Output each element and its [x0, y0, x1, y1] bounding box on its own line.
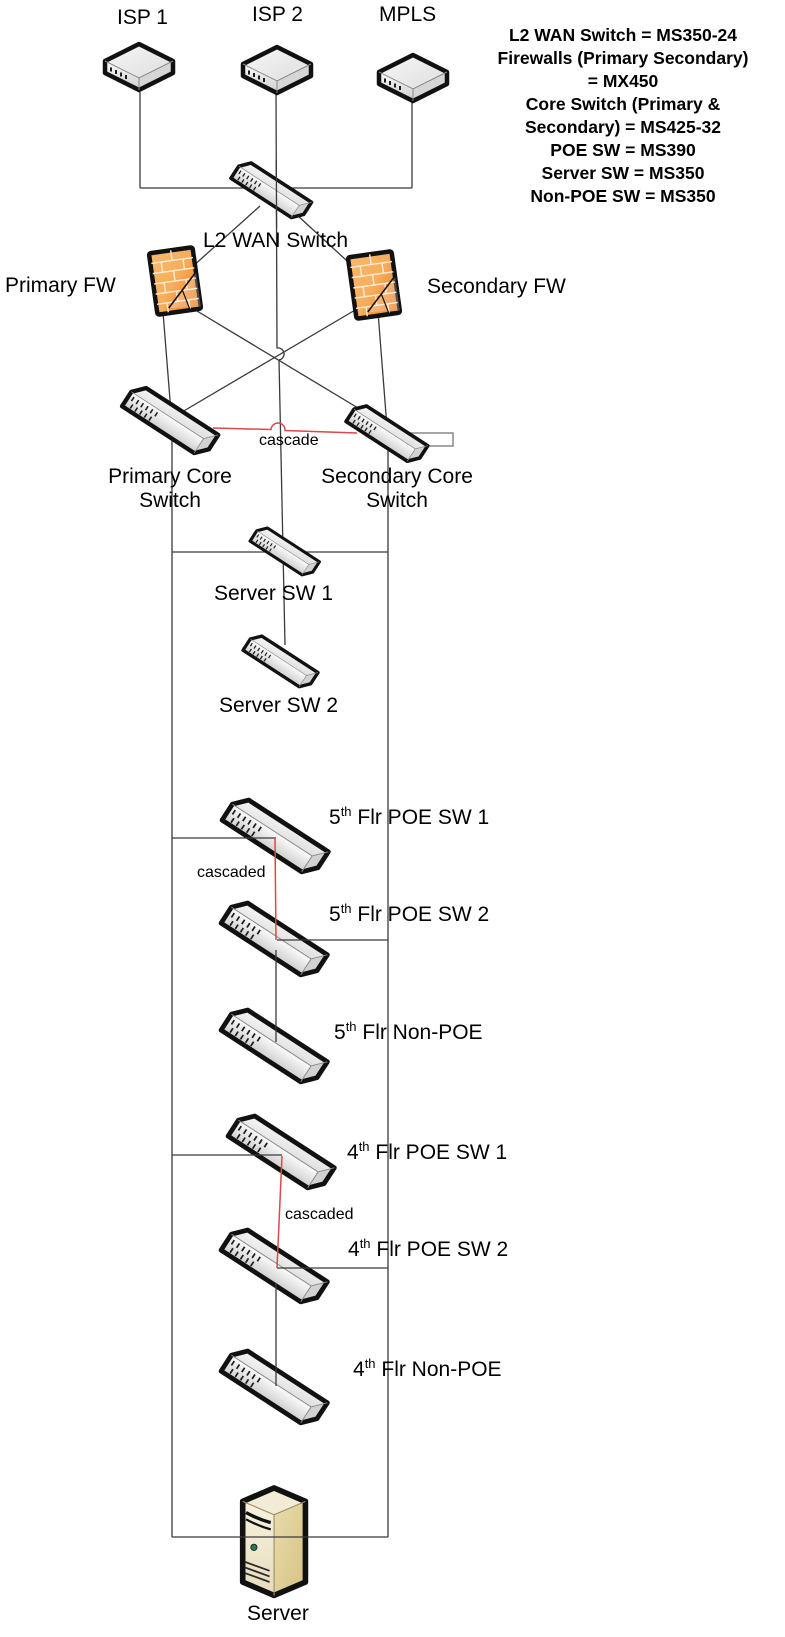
label-flr4-non-poe: 4th Flr Non-POE [353, 1356, 502, 1381]
server-icon [243, 1488, 306, 1596]
label-isp2: ISP 2 [252, 3, 303, 26]
label-cascaded-4f: cascaded [285, 1206, 354, 1223]
isp2-router-icon [243, 47, 311, 93]
isp1-router-icon [105, 44, 173, 90]
label-l2-wan-switch: L2 WAN Switch [203, 229, 349, 252]
legend-line: = MX450 [587, 71, 659, 91]
flr5-non-poe-icon [221, 1004, 327, 1088]
label-flr5-non-poe: 5th Flr Non-POE [334, 1019, 483, 1044]
label-primary-core-switch: Primary Core Switch [108, 465, 232, 513]
legend-text: L2 WAN Switch = MS350-24 Firewalls (Prim… [462, 24, 784, 208]
label-secondary-fw: Secondary FW [427, 275, 566, 298]
label-flr4-poe-sw2: 4th Flr POE SW 2 [348, 1236, 509, 1261]
link-middle-vertical [275, 91, 286, 646]
label-secondary-core-switch: Secondary Core Switch [321, 465, 473, 513]
label-flr5-poe-sw1: 5th Flr POE SW 1 [329, 804, 490, 829]
legend-line: POE SW = MS390 [550, 140, 696, 160]
label-isp1: ISP 1 [117, 6, 168, 29]
mpls-router-icon [379, 55, 447, 101]
secondary-firewall-icon [348, 251, 400, 319]
legend-line: L2 WAN Switch = MS350-24 [508, 25, 738, 45]
link-secondaryfw-primarycore [181, 305, 363, 413]
legend-line: Secondary) = MS425-32 [525, 117, 721, 137]
label-server-sw2: Server SW 2 [219, 694, 339, 717]
label-server: Server [247, 1602, 309, 1625]
link-primaryfw-secondarycore [191, 307, 369, 415]
label-server-sw1: Server SW 1 [214, 582, 334, 605]
server-sw2-icon [241, 630, 320, 693]
cascade-link-5f [274, 837, 277, 941]
label-cascaded-5f: cascaded [197, 864, 266, 881]
label-mpls: MPLS [379, 3, 437, 26]
flr4-poe-sw2-icon [221, 1224, 327, 1308]
cascade-link-core [212, 422, 358, 434]
flr5-poe-sw2-icon [221, 897, 327, 981]
label-cascade-core: cascade [259, 432, 319, 449]
label-primary-fw: Primary FW [5, 274, 116, 297]
cascade-link-4f [276, 1155, 283, 1269]
flr4-non-poe-icon [221, 1345, 327, 1429]
l2-wan-switch-icon [229, 156, 314, 224]
label-flr5-poe-sw2: 5th Flr POE SW 2 [329, 901, 490, 926]
primary-firewall-icon [149, 247, 201, 315]
legend-line: Non-POE SW = MS350 [530, 186, 716, 206]
label-flr4-poe-sw1: 4th Flr POE SW 1 [347, 1139, 508, 1164]
legend-line: Core Switch (Primary & [525, 94, 721, 114]
legend-line: Firewalls (Primary Secondary) [497, 48, 749, 68]
legend-line: Server SW = MS350 [541, 163, 705, 183]
